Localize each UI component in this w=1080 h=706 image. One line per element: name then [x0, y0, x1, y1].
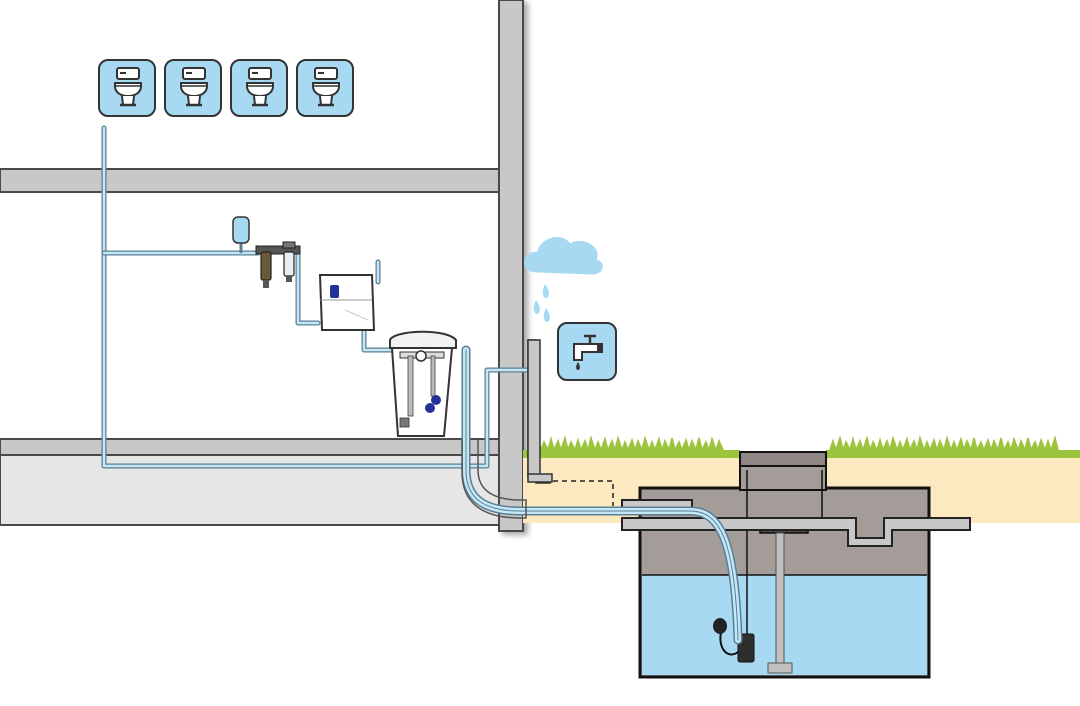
tank-lid — [739, 451, 827, 467]
control-display — [330, 285, 339, 298]
riser-pipe — [775, 532, 785, 668]
water-filters — [255, 241, 301, 288]
pressure-gauge — [415, 350, 427, 362]
toilet-icon — [98, 59, 156, 117]
expansion-vessel — [232, 216, 250, 253]
toilet-icon — [230, 59, 288, 117]
tap-icon — [557, 322, 617, 381]
control-unit — [318, 274, 376, 331]
supply-pipes — [101, 125, 743, 645]
toilet-icons — [98, 59, 354, 117]
overflow-pipe — [621, 517, 971, 547]
tank-float-lower — [425, 403, 435, 413]
first-floor-slab — [0, 168, 524, 193]
toilet-icon — [296, 59, 354, 117]
exterior-wall — [498, 0, 524, 532]
dashed-connection — [553, 480, 614, 506]
strainer — [399, 417, 410, 428]
ground-floor-slab — [0, 438, 501, 456]
tank-float-upper — [431, 395, 441, 405]
grass — [523, 435, 1080, 458]
float-switch — [713, 618, 727, 634]
rain-cloud-icon — [523, 237, 603, 322]
tank-foot — [767, 662, 793, 674]
downpipe — [527, 339, 553, 484]
toilet-icon — [164, 59, 222, 117]
header-tank — [389, 330, 457, 437]
